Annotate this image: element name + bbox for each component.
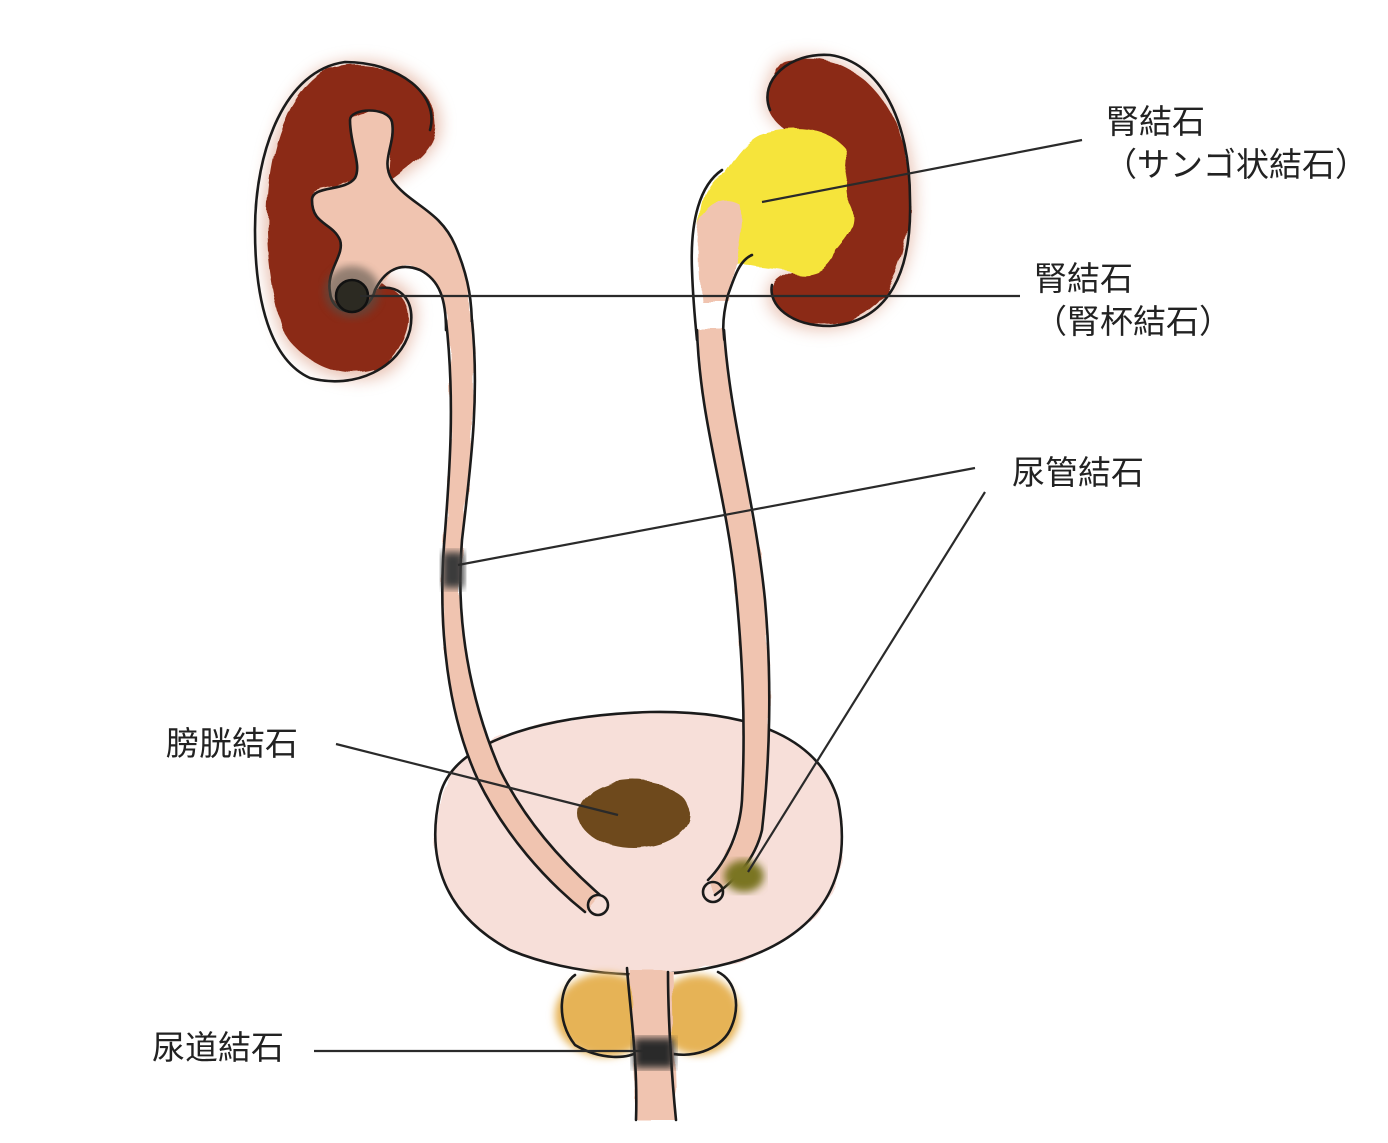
label-staghorn-line1: 腎結石	[1106, 102, 1205, 141]
leader-bladder	[335, 742, 619, 817]
right-ureter	[695, 328, 771, 904]
label-staghorn-line2: （サンゴ状結石）	[1104, 144, 1368, 184]
label-calyceal-line1: 腎結石	[1034, 259, 1133, 298]
label-bladder-stone: 膀胱結石	[166, 723, 298, 766]
label-ureteral-stone: 尿管結石	[1012, 452, 1144, 495]
right-ureteral-stone	[724, 860, 764, 892]
left-kidney-outline	[253, 60, 433, 383]
prostate-outline	[560, 970, 738, 1059]
left-ureter-outer-wall	[441, 318, 587, 914]
left-renal-pelvis-outline	[310, 109, 474, 332]
right-renal-pelvis	[690, 168, 754, 342]
right-ureter-upper-fill	[697, 201, 742, 300]
urethra-left-wall	[625, 966, 638, 1122]
right-ureteral-orifice	[701, 880, 725, 904]
leader-staghorn	[761, 138, 1083, 204]
leader-ureteral-left	[457, 466, 976, 567]
label-kidney-stone-staghorn: 腎結石 （サンゴ状結石）	[1104, 101, 1368, 187]
left-ureter-fill	[442, 320, 600, 912]
label-kidney-stone-calyceal: 腎結石 （腎杯結石）	[1034, 258, 1232, 344]
bladder-stone	[578, 780, 690, 848]
leader-lines	[314, 138, 1083, 1053]
right-ureter-fill	[697, 330, 770, 895]
right-ureter-outer-wall	[713, 328, 771, 897]
label-urethral-stone: 尿道結石	[152, 1027, 284, 1070]
label-urethral-text: 尿道結石	[152, 1028, 284, 1067]
right-ureter-inner-wall	[695, 328, 745, 882]
stones	[324, 266, 764, 1068]
left-kidney	[253, 60, 474, 383]
label-ureteral-text: 尿管結石	[1012, 453, 1144, 492]
right-kidney-outline	[766, 53, 912, 328]
leader-ureteral-right	[747, 491, 986, 873]
label-bladder-text: 膀胱結石	[166, 724, 298, 763]
bladder-outline	[433, 710, 844, 976]
prostate-right-lobe	[656, 975, 740, 1055]
left-ureteral-stone	[442, 552, 464, 588]
label-calyceal-line2: （腎杯結石）	[1034, 301, 1232, 341]
urethral-stone	[634, 1038, 674, 1068]
left-ureteral-orifice	[586, 893, 610, 917]
left-ureter	[441, 318, 610, 917]
left-ureter-inner-wall	[459, 318, 602, 897]
